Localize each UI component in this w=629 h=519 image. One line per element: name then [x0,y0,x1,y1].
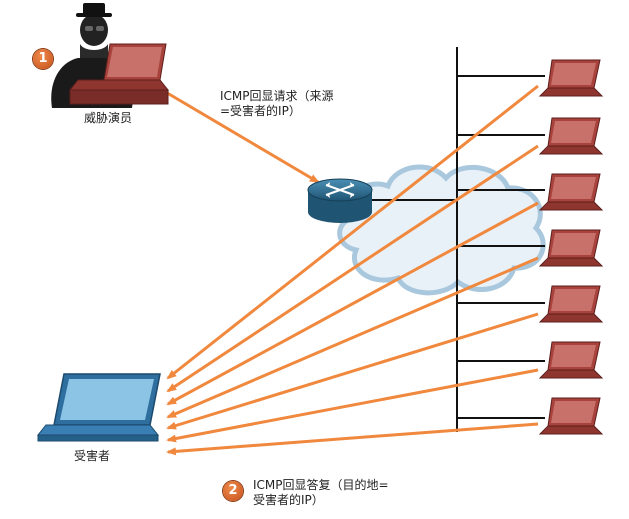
request-label-line2: =受害者的IP） [220,104,301,118]
victim-laptop [36,373,161,442]
host-laptop-4 [539,229,603,267]
reply-label-line1: ICMP回显答复（目的地= [253,478,389,492]
host-laptop-5 [539,285,603,323]
bus-branches [372,75,545,419]
host-laptop-2 [539,117,603,155]
request-label-line1: ICMP回显请求（来源 [220,89,334,103]
host-laptop-3 [539,173,603,211]
router-icon [307,178,373,223]
attacker-laptop [68,43,170,105]
request-arrow [151,82,320,184]
step-2-badge: 2 [223,481,243,501]
reply-arrows [166,84,539,456]
host-laptop-1 [539,59,603,97]
victim-label: 受害者 [74,449,111,463]
cloud-icon [337,164,546,296]
host-laptop-6 [539,341,603,379]
host-laptop-7 [539,397,603,435]
reply-label-line2: 受害者的IP） [253,493,324,507]
threat-actor-label: 威胁演员 [84,111,133,125]
step-1-badge: 1 [33,49,53,69]
